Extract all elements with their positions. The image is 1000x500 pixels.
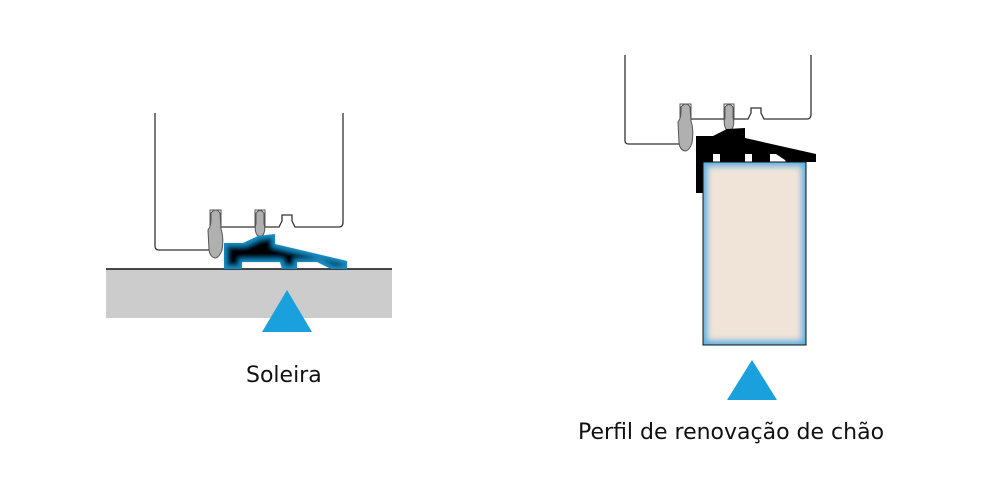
door-seal-inner	[723, 104, 735, 131]
filler-block-outline	[702, 161, 807, 346]
renovation-filler-block	[703, 162, 806, 345]
floor-slab	[106, 269, 392, 318]
door-seal-outer	[677, 103, 694, 152]
threshold-profile	[224, 234, 347, 269]
door-seal-inner	[254, 210, 266, 237]
door-seal-outer	[207, 209, 224, 259]
door-leaf-outline	[154, 113, 344, 251]
renovation-cap-profile	[696, 128, 816, 193]
marker-triangle-icon	[727, 360, 777, 400]
soleira-diagram	[106, 113, 392, 332]
renovation-profile-diagram	[624, 55, 816, 400]
marker-triangle-icon	[262, 290, 312, 332]
renovation-profile-label: Perfil de renovação de chão	[578, 420, 885, 445]
door-leaf-outline	[624, 55, 812, 145]
soleira-label: Soleira	[246, 363, 322, 388]
